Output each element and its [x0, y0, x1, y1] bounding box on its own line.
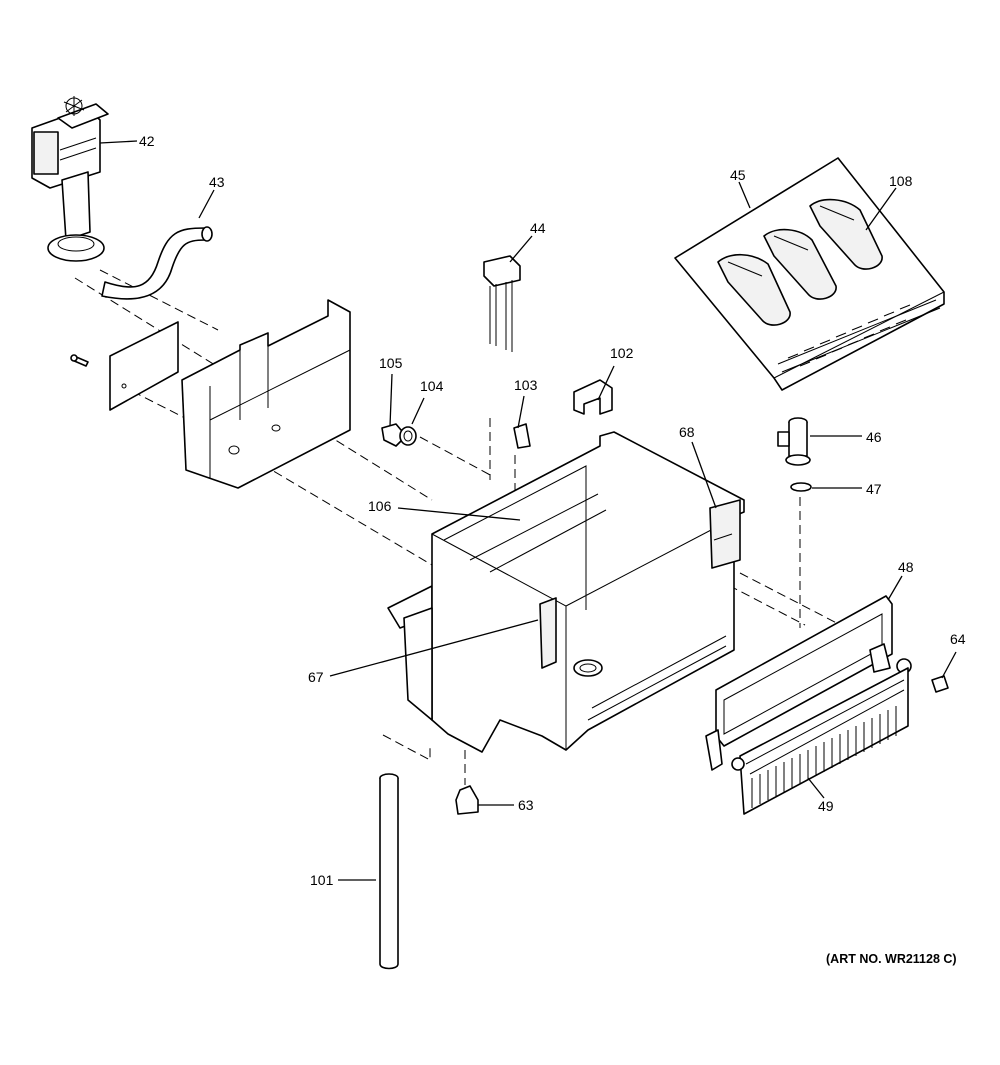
callout-104: 104 [420, 378, 444, 394]
rubber-foot-part [455, 785, 479, 815]
callout-101: 101 [310, 872, 334, 888]
insulation-panel-part [181, 299, 351, 489]
callout-67: 67 [308, 669, 324, 685]
callout-106: 106 [368, 498, 392, 514]
ice-bucket-housing-part [387, 431, 745, 753]
small-hardware-parts [381, 379, 613, 449]
shutter-ribs [751, 706, 897, 808]
art-number-label: (ART NO. WR21128 C) [826, 952, 957, 966]
callout-63: 63 [518, 797, 534, 813]
callout-49: 49 [818, 798, 834, 814]
water-tube-part [101, 226, 213, 300]
gasket-plate-part [70, 321, 179, 411]
callout-105: 105 [379, 355, 403, 371]
ice-tray-housing-part [674, 157, 945, 391]
callout-45: 45 [730, 167, 746, 183]
callout-44: 44 [530, 220, 546, 236]
callout-leaders [99, 140, 957, 881]
callout-42: 42 [139, 133, 155, 149]
callout-64: 64 [950, 631, 966, 647]
callout-108: 108 [889, 173, 913, 189]
water-fitting-part [777, 417, 812, 492]
callout-46: 46 [866, 429, 882, 445]
auger-rod-part [379, 773, 399, 970]
tray-slot-row [787, 304, 911, 367]
callout-labels: 42 43 44 45 108 46 47 48 49 63 64 67 68 … [139, 133, 966, 888]
callout-68: 68 [679, 424, 695, 440]
bail-clip-part [483, 255, 521, 352]
callout-47: 47 [866, 481, 882, 497]
dispenser-shutter-part [731, 667, 909, 815]
callout-103: 103 [514, 377, 538, 393]
callout-102: 102 [610, 345, 634, 361]
auger-motor-part [31, 96, 109, 262]
callout-43: 43 [209, 174, 225, 190]
callout-48: 48 [898, 559, 914, 575]
front-cover-part [705, 595, 949, 771]
